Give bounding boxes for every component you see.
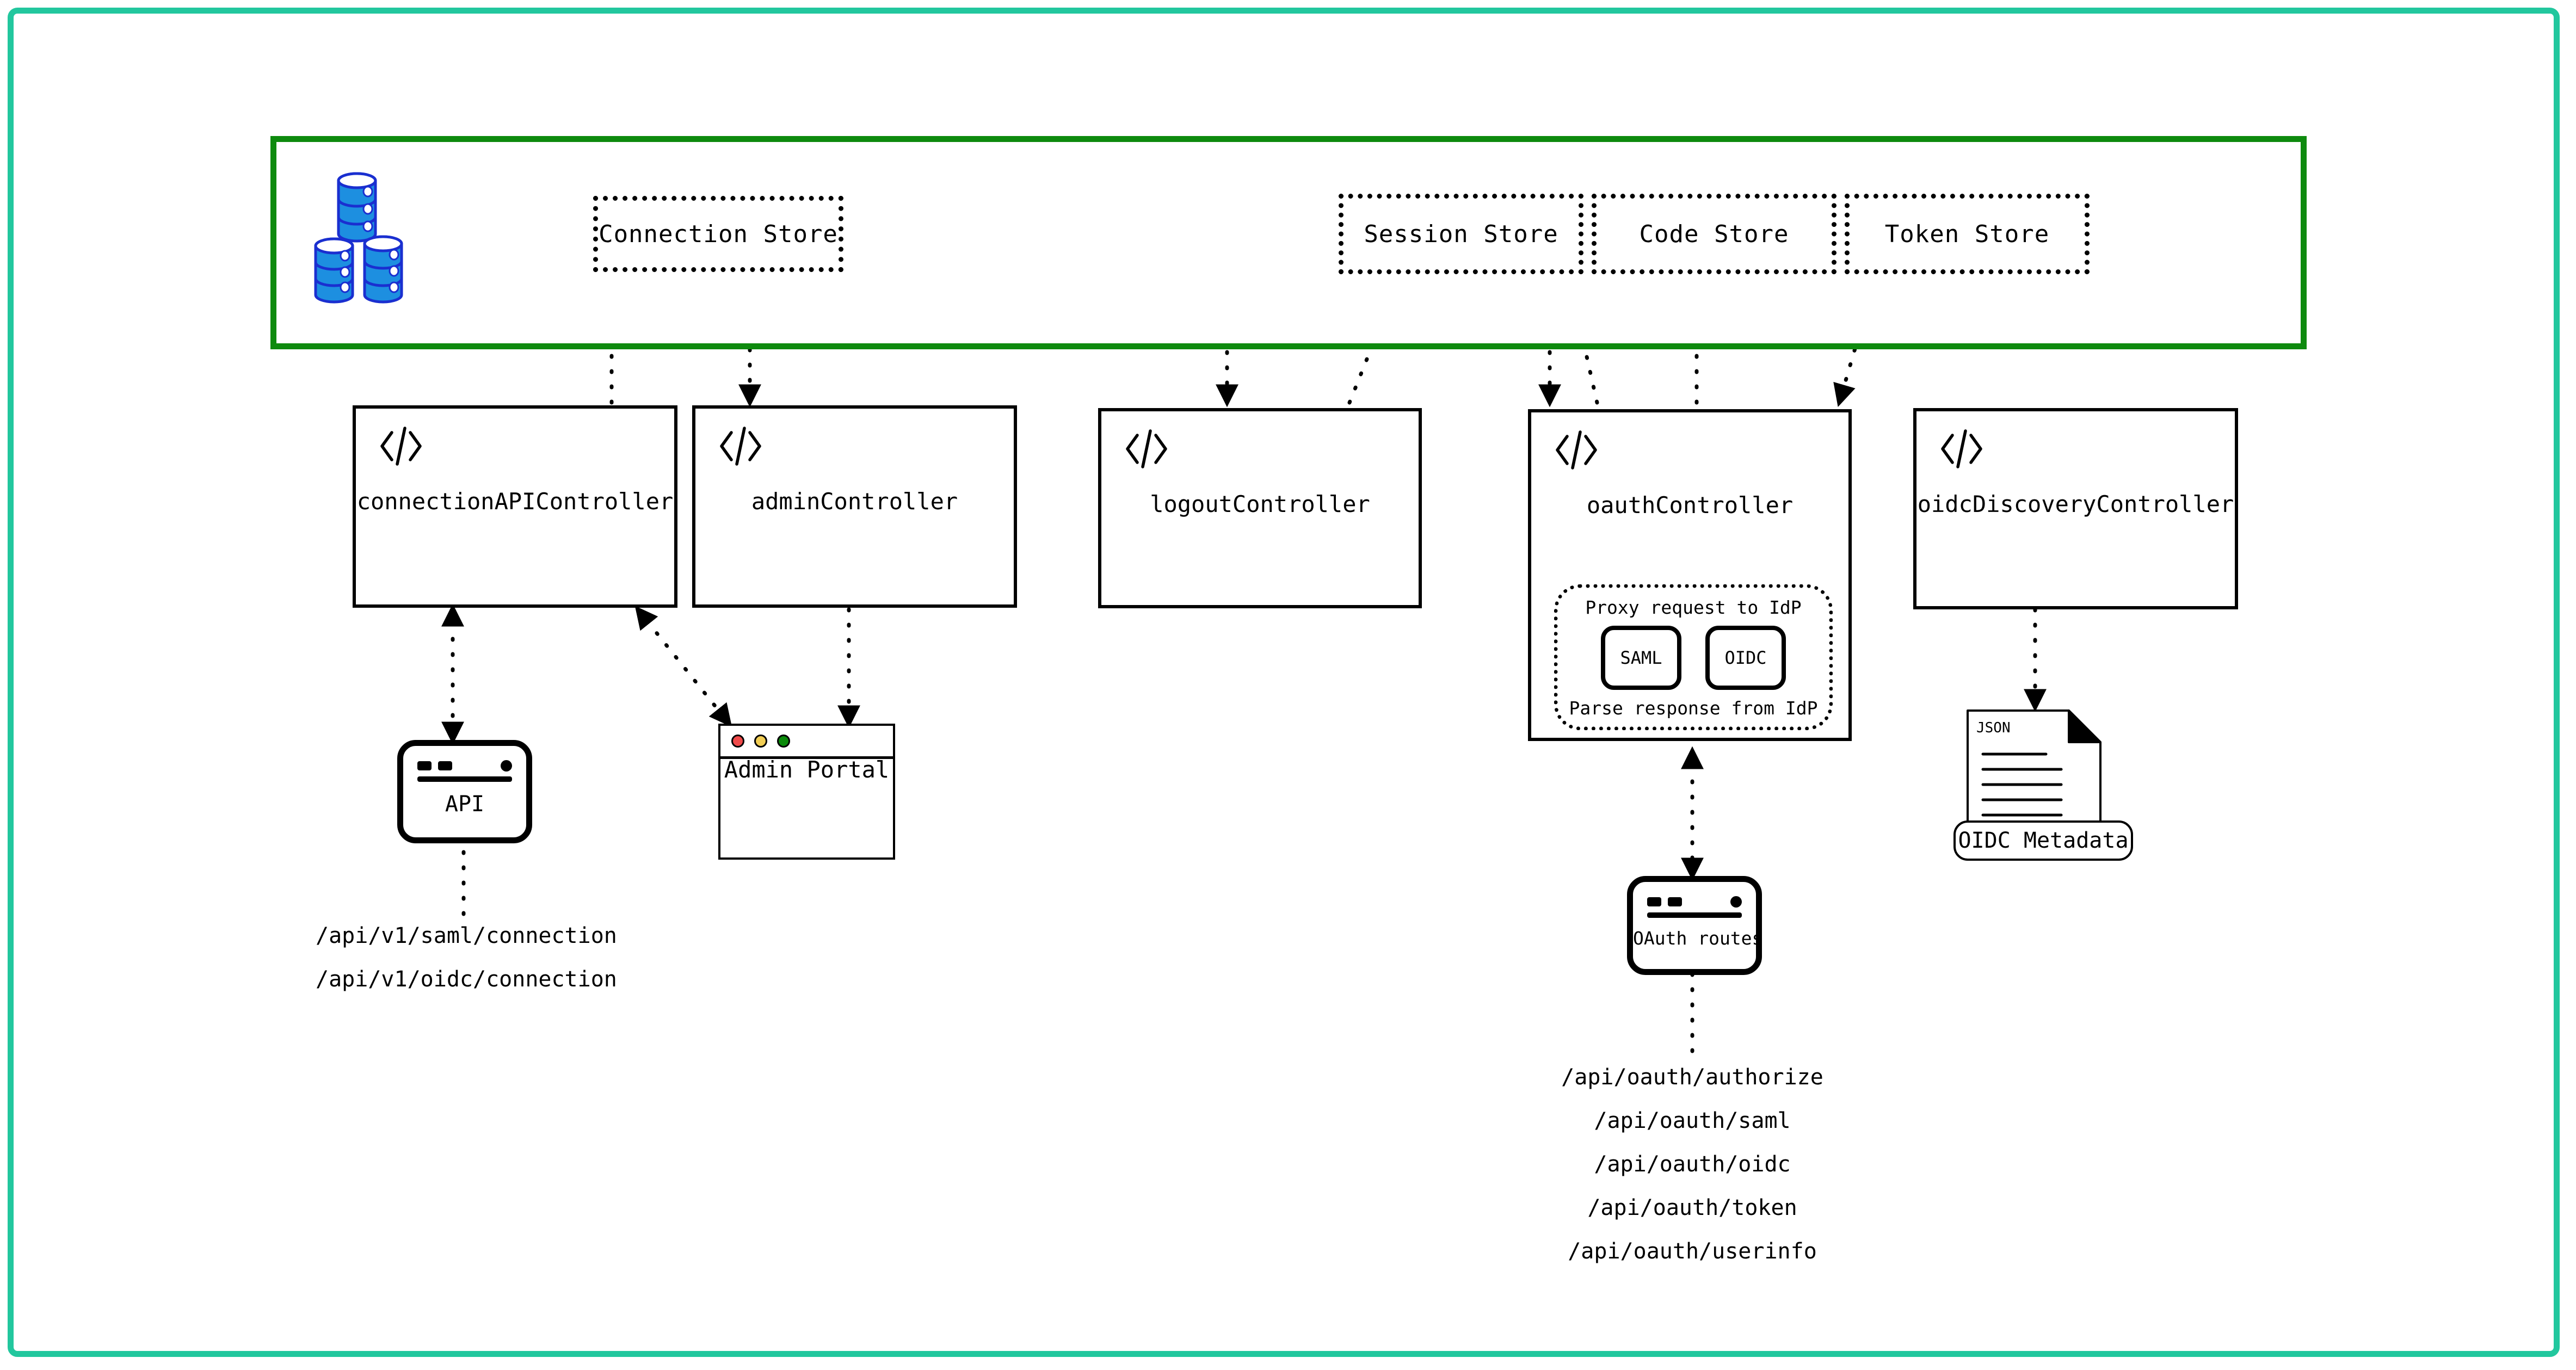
controller-label: connectionAPIController	[356, 488, 674, 515]
code-icon	[1122, 424, 1171, 473]
endpoint-item: /api/oauth/authorize	[1561, 1065, 1823, 1090]
controller-label: logoutController	[1150, 491, 1370, 517]
svg-text:JSON: JSON	[1976, 720, 2011, 736]
store-label-session: Session Store	[1364, 220, 1558, 248]
window-titlebar-icon	[1647, 894, 1742, 918]
controller-logout[interactable]: logoutController	[1098, 408, 1422, 608]
database-stack-icon	[305, 163, 441, 305]
traffic-light-green-icon	[777, 735, 790, 748]
node-api[interactable]: API	[397, 740, 532, 843]
code-icon	[1937, 424, 1986, 473]
node-oidc-metadata-doc[interactable]: JSON	[1964, 707, 2106, 855]
browser-titlebar	[720, 726, 893, 759]
node-oidc-metadata-label: OIDC Metadata	[1958, 828, 2129, 853]
node-api-label: API	[445, 792, 485, 817]
endpoint-item: /api/v1/saml/connection	[316, 923, 617, 948]
idp-caption-bottom: Parse response from IdP	[1569, 698, 1818, 719]
controller-oidc-discovery[interactable]: oidcDiscoveryController	[1913, 408, 2238, 609]
code-icon	[1552, 425, 1601, 474]
traffic-light-red-icon	[731, 735, 744, 748]
controller-oauth[interactable]: oauthController Proxy request to IdP SAM…	[1528, 409, 1852, 741]
idp-proxy-group: Proxy request to IdP SAML OIDC Parse res…	[1554, 584, 1833, 730]
endpoint-item: /api/oauth/oidc	[1594, 1152, 1791, 1177]
endpoint-item: /api/oauth/saml	[1594, 1108, 1791, 1133]
endpoint-list-oauth: /api/oauth/authorize /api/oauth/saml /ap…	[1529, 1056, 1856, 1273]
store-box-session[interactable]: Session Store	[1339, 194, 1583, 274]
controller-label: adminController	[751, 488, 958, 515]
store-box-connection[interactable]: Connection Store	[593, 196, 843, 272]
endpoint-item: /api/v1/oidc/connection	[316, 967, 617, 992]
store-label-token: Token Store	[1884, 220, 2050, 248]
page-frame	[8, 8, 2560, 1357]
endpoint-list-connection: /api/v1/saml/connection /api/v1/oidc/con…	[316, 914, 653, 1001]
idp-chip-saml[interactable]: SAML	[1601, 626, 1681, 690]
idp-chip-oidc[interactable]: OIDC	[1705, 626, 1786, 690]
node-oidc-metadata-pill[interactable]: OIDC Metadata	[1953, 820, 2133, 861]
controller-admin[interactable]: adminController	[692, 405, 1017, 608]
endpoint-item: /api/oauth/userinfo	[1568, 1239, 1817, 1264]
node-oauth-routes[interactable]: OAuth routes	[1627, 876, 1762, 975]
node-admin-portal[interactable]: Admin Portal	[718, 724, 895, 860]
node-oauth-routes-label: OAuth routes	[1633, 928, 1763, 949]
store-label-code: Code Store	[1639, 220, 1789, 248]
traffic-light-yellow-icon	[754, 735, 767, 748]
code-icon	[377, 422, 426, 471]
node-admin-portal-label: Admin Portal	[724, 756, 890, 783]
store-box-code[interactable]: Code Store	[1592, 194, 1837, 274]
window-titlebar-icon	[417, 758, 512, 782]
controller-label: oauthController	[1586, 492, 1794, 519]
store-label-connection: Connection Store	[599, 220, 838, 248]
controller-connection-api[interactable]: connectionAPIController	[353, 405, 677, 608]
idp-chip-row: SAML OIDC	[1601, 626, 1786, 690]
controller-label: oidcDiscoveryController	[1917, 491, 2234, 517]
idp-caption-top: Proxy request to IdP	[1585, 597, 1802, 618]
code-icon	[716, 422, 765, 471]
endpoint-item: /api/oauth/token	[1587, 1195, 1797, 1220]
store-box-token[interactable]: Token Store	[1845, 194, 2090, 274]
